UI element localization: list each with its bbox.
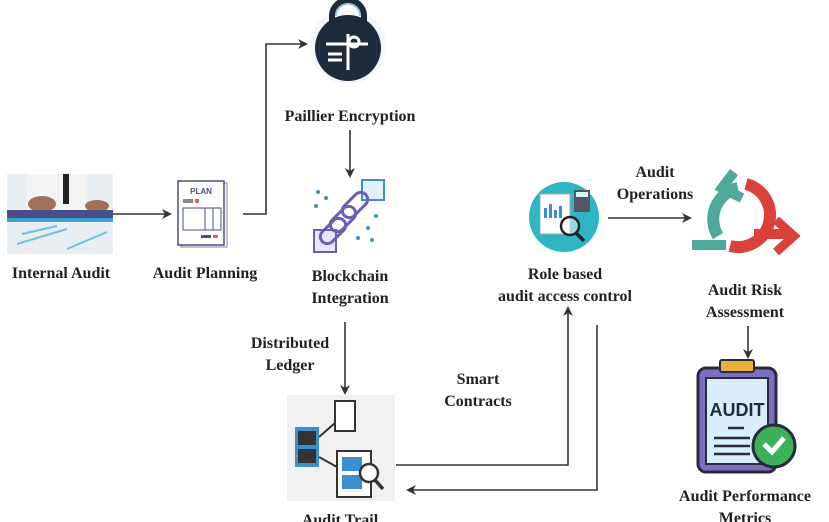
audit-clipboard-icon: AUDIT <box>696 359 797 474</box>
internal-audit-label: Internal Audit <box>11 265 111 282</box>
audit-trail-label: Audit Trail <box>301 512 379 522</box>
metrics-line-1: Audit Performance <box>679 488 811 505</box>
audit-operations-label: Audit Operations <box>605 162 705 206</box>
risk-line-2: Assessment <box>705 304 785 321</box>
role-access-magnifier-icon <box>529 182 599 252</box>
metrics-line-2: Metrics <box>718 510 772 522</box>
distributed-line-1: Distributed <box>250 335 330 352</box>
audit-planning-label: Audit Planning <box>152 265 258 282</box>
blockchain-chain-icon <box>313 179 385 253</box>
blockchain-integration-label: Blockchain Integration <box>290 266 410 310</box>
distributed-line-2: Ledger <box>265 357 315 374</box>
distributed-ledger-label: Distributed Ledger <box>240 333 340 377</box>
role-line-1: Role based <box>527 266 603 283</box>
audit-trail-files-icon <box>287 395 395 501</box>
operations-line-1: Audit <box>635 164 675 181</box>
arrow-role-to-trail <box>406 325 598 495</box>
clipboard-audit-text: AUDIT <box>710 400 765 420</box>
role-based-access-label: Role based audit access control <box>470 264 660 308</box>
audit-risk-label: Audit Risk Assessment <box>690 280 800 324</box>
lock-key-icon <box>310 0 386 84</box>
paillier-encryption-label: Paillier Encryption <box>284 108 416 125</box>
smart-line-1: Smart <box>456 371 500 388</box>
blockchain-line-2: Integration <box>311 290 389 307</box>
plan-label: PLAN <box>190 187 212 196</box>
risk-line-1: Audit Risk <box>707 282 783 299</box>
smart-line-2: Contracts <box>444 393 512 410</box>
audit-metrics-label: Audit Performance Metrics <box>655 486 829 522</box>
arrow-planning-to-paillier <box>243 39 308 215</box>
smart-contracts-label: Smart Contracts <box>433 369 523 413</box>
arrow-trail-to-role <box>396 306 573 466</box>
operations-line-2: Operations <box>616 186 694 203</box>
risk-cycle-arrows-icon <box>692 169 800 256</box>
blockchain-line-1: Blockchain <box>311 268 389 285</box>
role-line-2: audit access control <box>498 288 632 305</box>
plan-document-icon: PLAN <box>177 180 228 248</box>
internal-audit-photo <box>7 174 113 254</box>
